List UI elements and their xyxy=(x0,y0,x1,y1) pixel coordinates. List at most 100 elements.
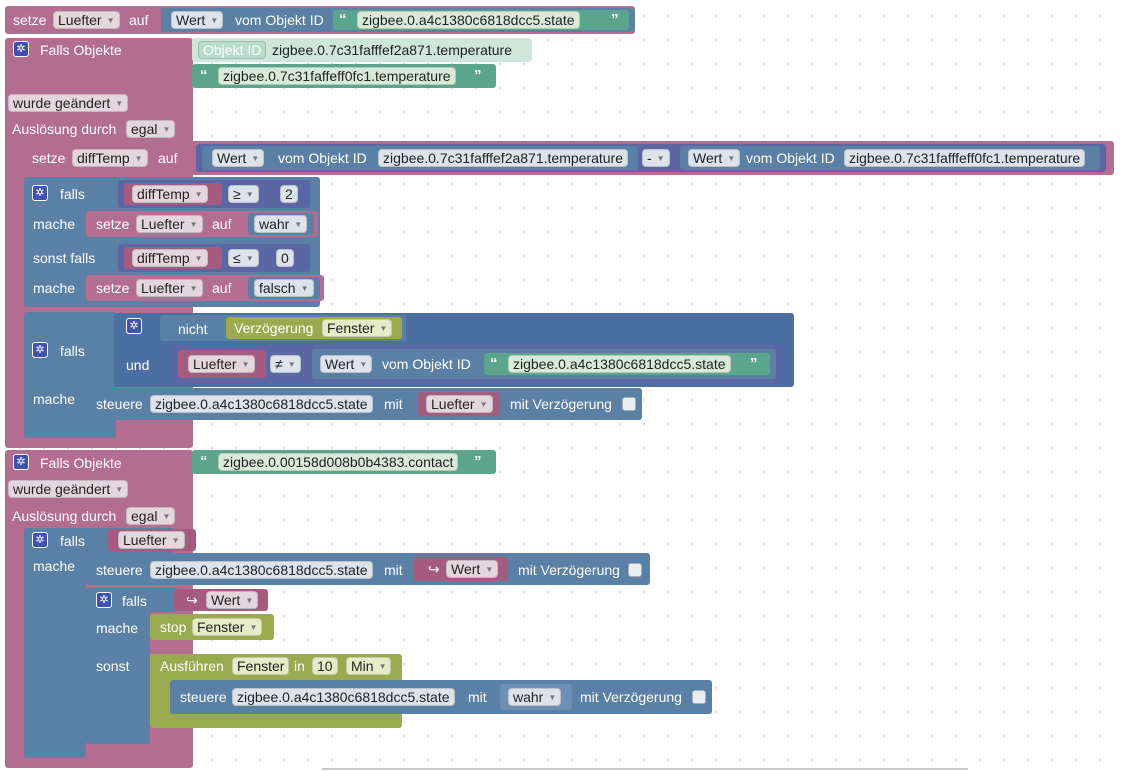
param-dropdown[interactable]: Wert▼ xyxy=(446,560,499,578)
wert-dropdown[interactable]: Wert▼ xyxy=(212,149,265,167)
unit-dropdown[interactable]: Min▼ xyxy=(346,657,392,675)
gear-icon[interactable]: ✲ xyxy=(96,592,112,608)
wert-dropdown[interactable]: Wert▼ xyxy=(688,149,741,167)
text-value[interactable]: zigbee.0.7c31faffeff0fc1.temperature xyxy=(218,67,456,85)
bool-dropdown[interactable]: falsch▼ xyxy=(254,279,314,297)
get-value-block[interactable]: Wert▼ vom Objekt ID “ zigbee.0.a4c1380c6… xyxy=(161,8,635,32)
var-dropdown[interactable]: diffTemp▼ xyxy=(132,185,208,203)
falls-objekte-label: Falls Objekte xyxy=(40,455,122,471)
text-block[interactable]: “ zigbee.0.7c31faffeff0fc1.temperature ” xyxy=(192,64,496,88)
quote-close-icon: ” xyxy=(611,11,619,28)
object-id-field[interactable]: zigbee.0.7c31fafffeff0fc1.temperature xyxy=(844,149,1086,167)
gear-icon[interactable]: ✲ xyxy=(13,454,29,470)
var-block[interactable]: Luefter▼ xyxy=(178,350,266,378)
mit-verzoegerung-label: mit Verzögerung xyxy=(510,396,612,412)
quote-close-icon: ” xyxy=(750,355,758,372)
math-minus-block[interactable]: Wert▼ vom Objekt ID zigbee.0.7c31fafffef… xyxy=(196,144,1106,172)
timeout-dropdown[interactable]: Fenster▼ xyxy=(192,618,263,636)
text-block[interactable]: “ zigbee.0.a4c1380c6818dcc5.state ” xyxy=(333,10,629,30)
var-dropdown[interactable]: Luefter▼ xyxy=(53,11,120,29)
text-block[interactable]: “ zigbee.0.a4c1380c6818dcc5.state ” xyxy=(484,353,770,375)
changed-dropdown[interactable]: wurde geändert▼ xyxy=(8,480,129,498)
object-list-1[interactable]: Objekt ID zigbee.0.7c31fafffef2a871.temp… xyxy=(192,38,532,62)
delay-checkbox[interactable] xyxy=(622,397,636,411)
object-id-field[interactable]: zigbee.0.a4c1380c6818dcc5.state xyxy=(150,561,373,579)
var-dropdown[interactable]: Luefter▼ xyxy=(118,531,185,549)
not-block[interactable]: nicht Verzögerung Fenster▼ xyxy=(160,315,406,341)
falls-label: falls xyxy=(122,593,147,609)
stop-timeout-block[interactable]: stop Fenster▼ xyxy=(150,614,274,640)
bool-block[interactable]: wahr▼ xyxy=(500,684,572,710)
var-dropdown[interactable]: diffTemp▼ xyxy=(132,249,208,267)
object-id-field[interactable]: zigbee.0.a4c1380c6818dcc5.state xyxy=(232,688,455,706)
if-block-4[interactable] xyxy=(86,588,150,744)
set-luefter-wahr-block[interactable]: setze Luefter▼ auf wahr▼ xyxy=(86,211,318,237)
nicht-label: nicht xyxy=(178,321,208,337)
delay-number[interactable]: 10 xyxy=(312,657,338,675)
number-field[interactable]: 2 xyxy=(280,185,298,203)
changed-dropdown[interactable]: wurde geändert▼ xyxy=(8,94,129,112)
gear-icon[interactable]: ✲ xyxy=(32,532,48,548)
compare-block[interactable]: Luefter▼ ≠▼ Wert▼ vom Objekt ID “ zigbee… xyxy=(172,345,782,383)
egal-dropdown[interactable]: egal▼ xyxy=(126,507,176,525)
param-dropdown[interactable]: Wert▼ xyxy=(206,591,259,609)
compare-block[interactable]: diffTemp▼ ≥▼ 2 xyxy=(118,180,310,208)
var-dropdown[interactable]: Luefter▼ xyxy=(136,279,203,297)
and-block[interactable]: ✲ und nicht Verzögerung Fenster▼ Luefter… xyxy=(114,313,794,387)
var-dropdown[interactable]: Luefter▼ xyxy=(188,355,255,373)
text-block[interactable]: “ zigbee.0.00158d008b0b4383.contact ” xyxy=(192,450,496,474)
number-field[interactable]: 0 xyxy=(276,249,294,267)
bool-dropdown[interactable]: wahr▼ xyxy=(508,688,562,706)
delay-checkbox[interactable] xyxy=(628,563,642,577)
var-block[interactable]: Luefter▼ xyxy=(418,392,500,416)
timeout-name-field[interactable]: Fenster xyxy=(232,657,290,675)
wert-dropdown[interactable]: Wert▼ xyxy=(171,11,224,29)
delay-checkbox[interactable] xyxy=(692,690,706,704)
compare-block[interactable]: diffTemp▼ ≤▼ 0 xyxy=(118,244,310,272)
set-luefter-block[interactable]: setze Luefter▼ auf Wert▼ vom Objekt ID “… xyxy=(5,6,635,34)
bool-block[interactable]: falsch▼ xyxy=(248,277,320,299)
operator-dropdown[interactable]: ≠▼ xyxy=(270,355,301,373)
if-block-3[interactable] xyxy=(24,528,86,758)
get-value-block[interactable]: Wert▼ vom Objekt ID zigbee.0.7c31fafffef… xyxy=(202,146,638,170)
var-dropdown[interactable]: diffTemp▼ xyxy=(72,149,148,167)
control-block[interactable]: steuere zigbee.0.a4c1380c6818dcc5.state … xyxy=(86,388,642,420)
ausloesung-label: Auslösung durch xyxy=(12,121,117,137)
set-difftemp-block[interactable]: setze diffTemp▼ auf Wert▼ vom Objekt ID … xyxy=(24,141,1114,175)
control-block[interactable]: steuere zigbee.0.a4c1380c6818dcc5.state … xyxy=(170,680,712,714)
operator-dropdown[interactable]: ≥▼ xyxy=(228,185,259,203)
object-id-field[interactable]: zigbee.0.7c31fafffef2a871.temperature xyxy=(378,149,628,167)
gear-icon[interactable]: ✲ xyxy=(126,318,142,334)
control-block[interactable]: steuere zigbee.0.a4c1380c6818dcc5.state … xyxy=(86,553,650,585)
get-value-block[interactable]: Wert▼ vom Objekt ID “ zigbee.0.a4c1380c6… xyxy=(312,349,776,379)
gear-icon[interactable]: ✲ xyxy=(32,185,48,201)
get-value-block[interactable]: Wert▼ vom Objekt ID zigbee.0.7c31fafffef… xyxy=(680,146,1100,170)
vom-objekt-label: vom Objekt ID xyxy=(278,150,367,166)
bool-dropdown[interactable]: wahr▼ xyxy=(254,215,308,233)
var-block[interactable]: diffTemp▼ xyxy=(124,183,222,205)
param-block[interactable]: ↪ Wert▼ xyxy=(414,557,508,581)
var-block[interactable]: Luefter▼ xyxy=(108,529,196,551)
wert-dropdown[interactable]: Wert▼ xyxy=(320,355,373,373)
gear-icon[interactable]: ✲ xyxy=(32,342,48,358)
horizontal-scrollbar[interactable] xyxy=(322,768,968,770)
if-block-2-footer xyxy=(24,420,116,436)
param-block[interactable]: ↪ Wert▼ xyxy=(174,589,268,611)
operator-dropdown[interactable]: -▼ xyxy=(642,149,670,167)
object-id-field[interactable]: zigbee.0.a4c1380c6818dcc5.state xyxy=(150,395,373,413)
var-dropdown[interactable]: Luefter▼ xyxy=(426,395,493,413)
operator-dropdown[interactable]: ≤▼ xyxy=(228,249,259,267)
timeout-running-block[interactable]: Verzögerung Fenster▼ xyxy=(226,317,402,339)
gear-icon[interactable]: ✲ xyxy=(13,41,29,57)
bool-block[interactable]: wahr▼ xyxy=(248,213,314,235)
var-block[interactable]: diffTemp▼ xyxy=(124,247,222,269)
timeout-dropdown[interactable]: Fenster▼ xyxy=(322,319,393,337)
object-id-value[interactable]: zigbee.0.7c31fafffef2a871.temperature xyxy=(272,42,512,58)
text-value[interactable]: zigbee.0.a4c1380c6818dcc5.state xyxy=(357,11,580,29)
text-value[interactable]: zigbee.0.a4c1380c6818dcc5.state xyxy=(508,355,731,373)
egal-dropdown[interactable]: egal▼ xyxy=(126,120,176,138)
text-value[interactable]: zigbee.0.00158d008b0b4383.contact xyxy=(218,453,459,471)
set-luefter-falsch-block[interactable]: setze Luefter▼ auf falsch▼ xyxy=(86,275,324,301)
var-dropdown[interactable]: Luefter▼ xyxy=(136,215,203,233)
mit-label: mit xyxy=(384,396,403,412)
